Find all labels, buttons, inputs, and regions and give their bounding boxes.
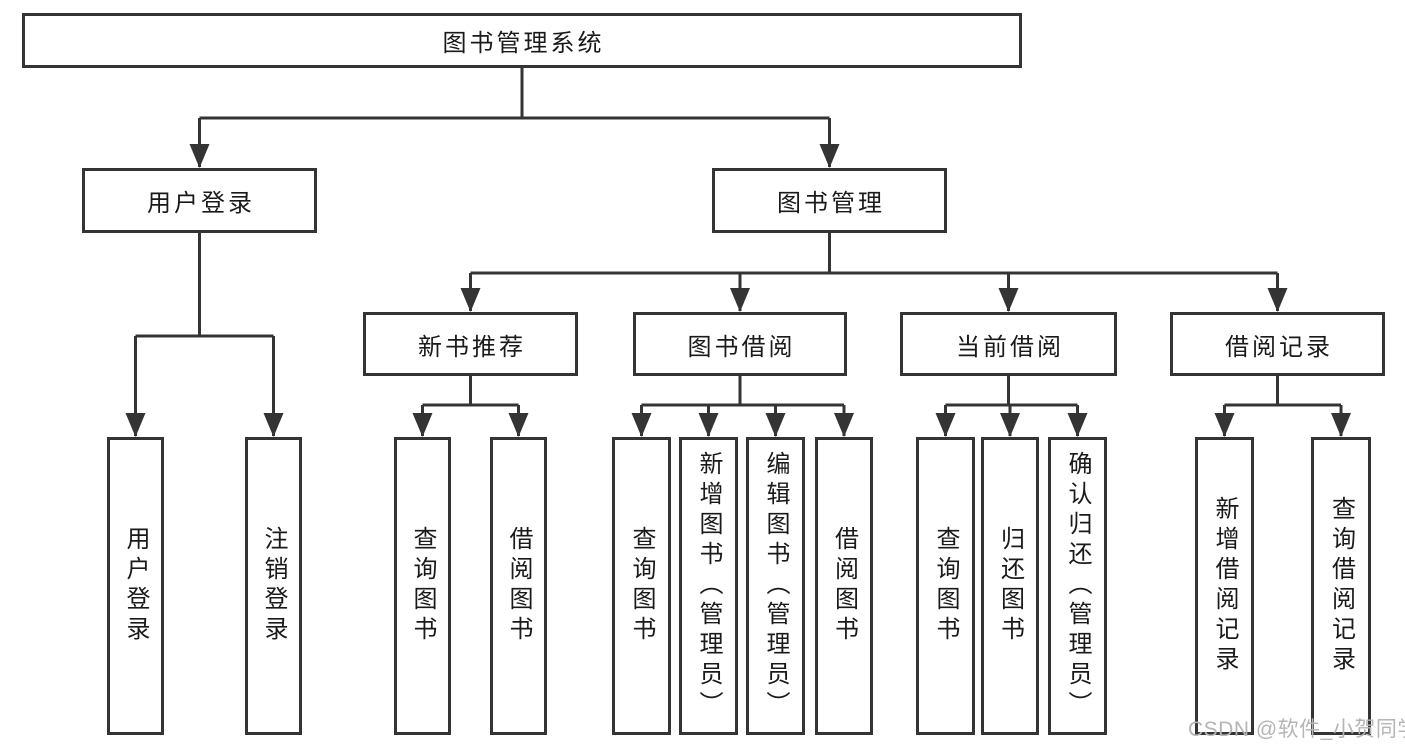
node-user-login: 用户登录 <box>82 168 317 233</box>
leaf-current-confirm-return-admin: 确认归还（管理员） <box>1048 437 1107 735</box>
leaf-borrow-borrow-books: 借阅图书 <box>815 437 873 735</box>
arrow-down-icon <box>765 413 786 437</box>
arrow-down-icon <box>508 413 529 437</box>
node-new-book-recommend: 新书推荐 <box>363 312 578 376</box>
arrow-down-icon <box>1214 413 1235 437</box>
arrow-down-icon <box>1067 413 1088 437</box>
leaf-current-return-books: 归还图书 <box>981 437 1039 735</box>
leaf-recommend-borrow-books: 借阅图书 <box>490 437 547 735</box>
arrow-down-icon <box>730 288 750 312</box>
arrow-down-icon <box>935 413 956 437</box>
arrow-down-icon <box>189 144 210 168</box>
arrow-down-icon <box>1267 288 1288 312</box>
arrow-down-icon <box>1000 413 1020 437</box>
leaf-recommend-query-books: 查询图书 <box>394 437 451 735</box>
arrow-down-icon <box>1331 413 1351 437</box>
node-book-management: 图书管理 <box>712 168 947 233</box>
leaf-current-query-books: 查询图书 <box>916 437 975 735</box>
arrow-down-icon <box>460 288 481 312</box>
node-root: 图书管理系统 <box>22 13 1022 68</box>
arrow-down-icon <box>412 413 433 437</box>
connector-borrow-records <box>1223 376 1343 436</box>
leaf-borrow-query-books: 查询图书 <box>612 437 671 735</box>
leaf-borrow-edit-books-admin: 编辑图书（管理员） <box>746 437 805 735</box>
arrow-down-icon <box>631 413 652 437</box>
leaf-records-query-record: 查询借阅记录 <box>1311 437 1371 735</box>
arrow-down-icon <box>698 413 719 437</box>
leaf-records-add-record: 新增借阅记录 <box>1195 437 1254 735</box>
arrow-down-icon <box>834 413 854 437</box>
node-borrow-records: 借阅记录 <box>1170 312 1385 376</box>
arrow-down-icon <box>819 144 840 168</box>
connector-book-borrow <box>640 376 846 436</box>
arrow-down-icon <box>263 413 284 437</box>
connector-book-management <box>469 233 1279 311</box>
leaf-user-login: 用户登录 <box>107 437 164 735</box>
leaf-borrow-add-books-admin: 新增图书（管理员） <box>679 437 738 735</box>
arrow-down-icon <box>125 413 146 437</box>
arrow-down-icon <box>998 288 1019 312</box>
csdn-watermark: CSDN @软件_小贺同学 <box>1188 718 1405 741</box>
node-current-borrow: 当前借阅 <box>900 312 1117 376</box>
connector-new-book-recommend <box>421 376 520 436</box>
connector-user-login <box>134 233 275 436</box>
leaf-logout-login: 注销登录 <box>245 437 302 735</box>
connector-root <box>198 68 831 167</box>
node-book-borrow: 图书借阅 <box>633 312 847 376</box>
